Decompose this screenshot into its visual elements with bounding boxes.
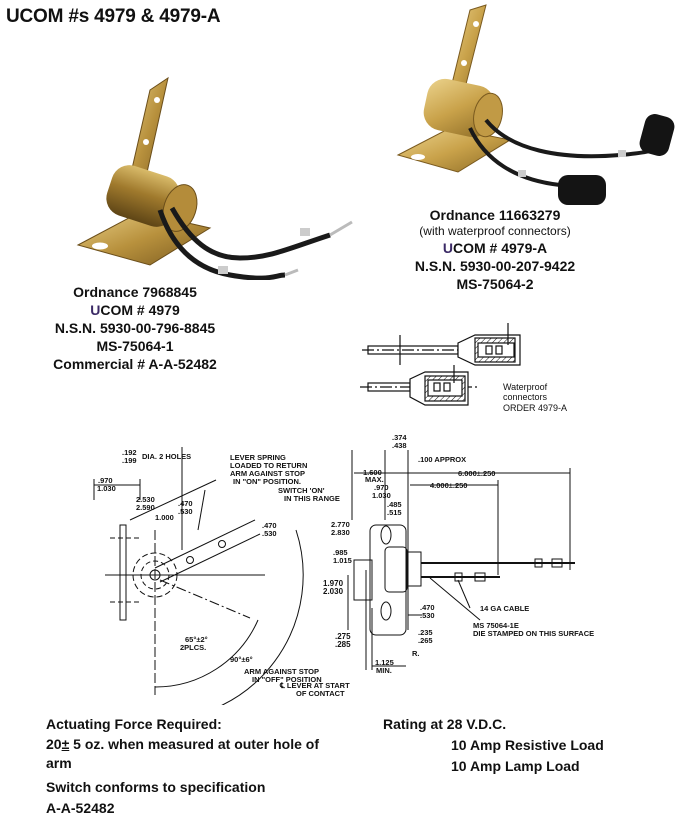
lever-dimension-drawing: .192 .199 DIA. 2 HOLES .970 1.030 2.530 … bbox=[93, 447, 350, 705]
waterproof-connector-drawing: Waterproof connectors ORDER 4979-A bbox=[360, 323, 567, 413]
ucom-number: UCOM # 4979 bbox=[90, 302, 180, 318]
lever-note-3: ARM AGAINST STOP bbox=[230, 469, 305, 478]
dim-470b: .470 bbox=[262, 521, 277, 530]
dim-4000: 4.000±.250 bbox=[430, 481, 467, 490]
connector-label-3: ORDER 4979-A bbox=[503, 403, 567, 413]
nsn-number: N.S.N. 5930-00-796-8845 bbox=[54, 320, 216, 336]
dim-1125: 1.125 bbox=[375, 658, 394, 667]
dim-2030: 2.030 bbox=[323, 587, 344, 596]
dim-1000: 1.000 bbox=[155, 513, 174, 522]
dim-235: .235 bbox=[418, 628, 433, 637]
lever-note-2: LOADED TO RETURN bbox=[230, 461, 307, 470]
spec-line-1: Switch conforms to specification bbox=[46, 779, 266, 795]
switch-on-1: SWITCH 'ON' bbox=[278, 486, 325, 495]
product-4979-caption: Ordnance 7968845 UCOM # 4979 N.S.N. 5930… bbox=[30, 283, 240, 373]
switch-body-dimension-drawing: .374 .438 .100 APPROX 1.600 MAX. 6.000±.… bbox=[331, 433, 594, 675]
holes-label: DIA. 2 HOLES bbox=[142, 452, 191, 461]
dim-530: .530 bbox=[420, 611, 435, 620]
angle-65: 65°±2° bbox=[185, 635, 208, 644]
angle-90: 90°±6° bbox=[230, 655, 253, 664]
radius-label: R. bbox=[412, 649, 420, 658]
dim-530b: .530 bbox=[262, 529, 277, 538]
lever-note-1: LEVER SPRING bbox=[230, 453, 286, 462]
holes-dim-top: .192 bbox=[122, 448, 137, 457]
arm-stop-note: ARM AGAINST STOP IN "OFF" POSITION bbox=[244, 668, 322, 684]
dim-max: MAX. bbox=[365, 475, 384, 484]
product-photo-4979-a bbox=[396, 4, 675, 205]
dim-985: .985 bbox=[333, 548, 348, 557]
dim-485: .485 bbox=[387, 500, 402, 509]
arm-stop-line-2: IN "OFF" POSITION bbox=[252, 675, 322, 684]
actuating-heading: Actuating Force Required: bbox=[46, 716, 222, 732]
arm-stop-line-1: ARM AGAINST STOP bbox=[244, 667, 320, 676]
waterproof-connector-2 bbox=[558, 175, 606, 205]
ordnance-number: Ordnance 7968845 bbox=[73, 284, 197, 300]
dim-970: .970 bbox=[374, 483, 389, 492]
rating-line-2: 10 Amp Lamp Load bbox=[451, 758, 580, 774]
ordnance-number: Ordnance 11663279 bbox=[429, 207, 561, 223]
commercial-number: Commercial # A-A-52482 bbox=[53, 356, 217, 372]
dim-470: .470 bbox=[420, 603, 435, 612]
dim-275: .275 bbox=[335, 632, 351, 641]
dim-438: .438 bbox=[392, 441, 407, 450]
nsn-number: N.S.N. 5930-00-207-9422 bbox=[414, 258, 576, 274]
dim-1600: 1.600 bbox=[363, 468, 382, 477]
dim-6000: 6.000±.250 bbox=[458, 469, 495, 478]
rating-line-1: 10 Amp Resistive Load bbox=[451, 737, 604, 753]
dim-530a: .530 bbox=[178, 507, 193, 516]
dim-2830: 2.830 bbox=[331, 528, 350, 537]
connector-label-1: Waterproof bbox=[503, 382, 548, 392]
dim-100-approx: .100 APPROX bbox=[418, 455, 466, 464]
dim-285: .285 bbox=[335, 640, 351, 649]
waterproof-connector-1 bbox=[639, 114, 675, 156]
ucom-number: UCOM # 4979-A bbox=[442, 240, 548, 256]
ms-note-1: MS 75064-1E bbox=[473, 621, 519, 630]
cable-wires bbox=[157, 206, 353, 280]
dim-970: .970 bbox=[98, 476, 113, 485]
product-4979a-caption: Ordnance 11663279 (with waterproof conne… bbox=[395, 206, 595, 293]
dim-1030: 1.030 bbox=[372, 491, 391, 500]
dim-265: .265 bbox=[418, 636, 433, 645]
actuating-force-section: Actuating Force Required: 20± 5 oz. when… bbox=[46, 714, 336, 819]
page-title: UCOM #s 4979 & 4979-A bbox=[6, 6, 221, 27]
actuating-value: 20± 5 oz. when measured at outer hole of… bbox=[46, 736, 319, 771]
waterproof-note: (with waterproof connectors) bbox=[419, 224, 571, 238]
rating-heading: Rating at 28 V.D.C. bbox=[383, 716, 507, 732]
dim-1030: 1.030 bbox=[97, 484, 116, 493]
angle-65-note: 2PLCS. bbox=[180, 643, 206, 652]
cable-note: 14 GA CABLE bbox=[480, 604, 529, 613]
dim-515: .515 bbox=[387, 508, 402, 517]
dim-1015: 1.015 bbox=[333, 556, 352, 565]
cl-lever-2: OF CONTACT bbox=[296, 689, 345, 698]
ms-number: MS-75064-1 bbox=[96, 338, 174, 354]
dim-min: MIN. bbox=[376, 666, 392, 675]
dim-470a: .470 bbox=[178, 499, 193, 508]
cl-lever-1: ℄ LEVER AT START bbox=[279, 681, 350, 690]
dim-374: .374 bbox=[392, 433, 407, 442]
dim-2530: 2.530 bbox=[136, 495, 155, 504]
dim-1970: 1.970 bbox=[323, 579, 344, 588]
ms-number: MS-75064-2 bbox=[456, 276, 534, 292]
ms-note-2: DIE STAMPED ON THIS SURFACE bbox=[473, 629, 594, 638]
switch-on-2: IN THIS RANGE bbox=[284, 494, 340, 503]
holes-dim-bottom: .199 bbox=[122, 456, 137, 465]
spec-line-2: A-A-52482 bbox=[46, 800, 115, 816]
connector-label-2: connectors bbox=[503, 392, 548, 402]
dim-1970-2030-label: 1.970 2.030 bbox=[322, 579, 345, 596]
dim-275-285-label: .275 .285 bbox=[334, 633, 352, 649]
dim-2770: 2.770 bbox=[331, 520, 350, 529]
product-photo-4979 bbox=[76, 76, 353, 280]
dim-2590: 2.590 bbox=[136, 503, 155, 512]
rating-section: Rating at 28 V.D.C. 10 Amp Resistive Loa… bbox=[383, 714, 643, 777]
lever-note-4: IN "ON" POSITION. bbox=[233, 477, 301, 486]
